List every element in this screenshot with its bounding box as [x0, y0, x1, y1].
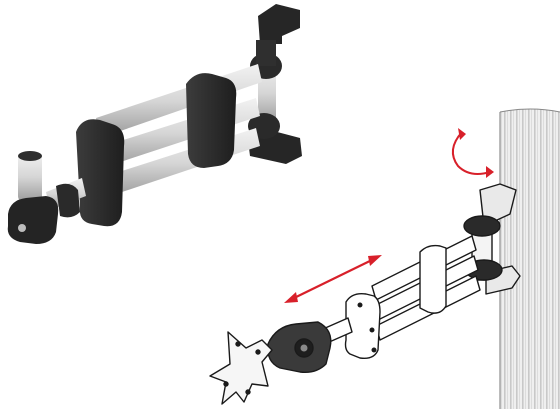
wall-column [499, 108, 560, 409]
monitor-end-joint [7, 196, 59, 244]
vesa-plate [209, 331, 273, 405]
arm-wall-mounted-drawing [209, 183, 521, 405]
upper-clamp [419, 244, 447, 314]
wall-bracket-top [258, 4, 300, 44]
rotation-arrow [451, 128, 494, 178]
lower-clamp [344, 292, 381, 360]
left-clamp-block [76, 119, 125, 227]
monitor-end-post [18, 152, 42, 202]
middle-clamp-block [186, 73, 237, 168]
extension-arrow [284, 255, 382, 303]
arm-closeup-photo [7, 4, 302, 244]
